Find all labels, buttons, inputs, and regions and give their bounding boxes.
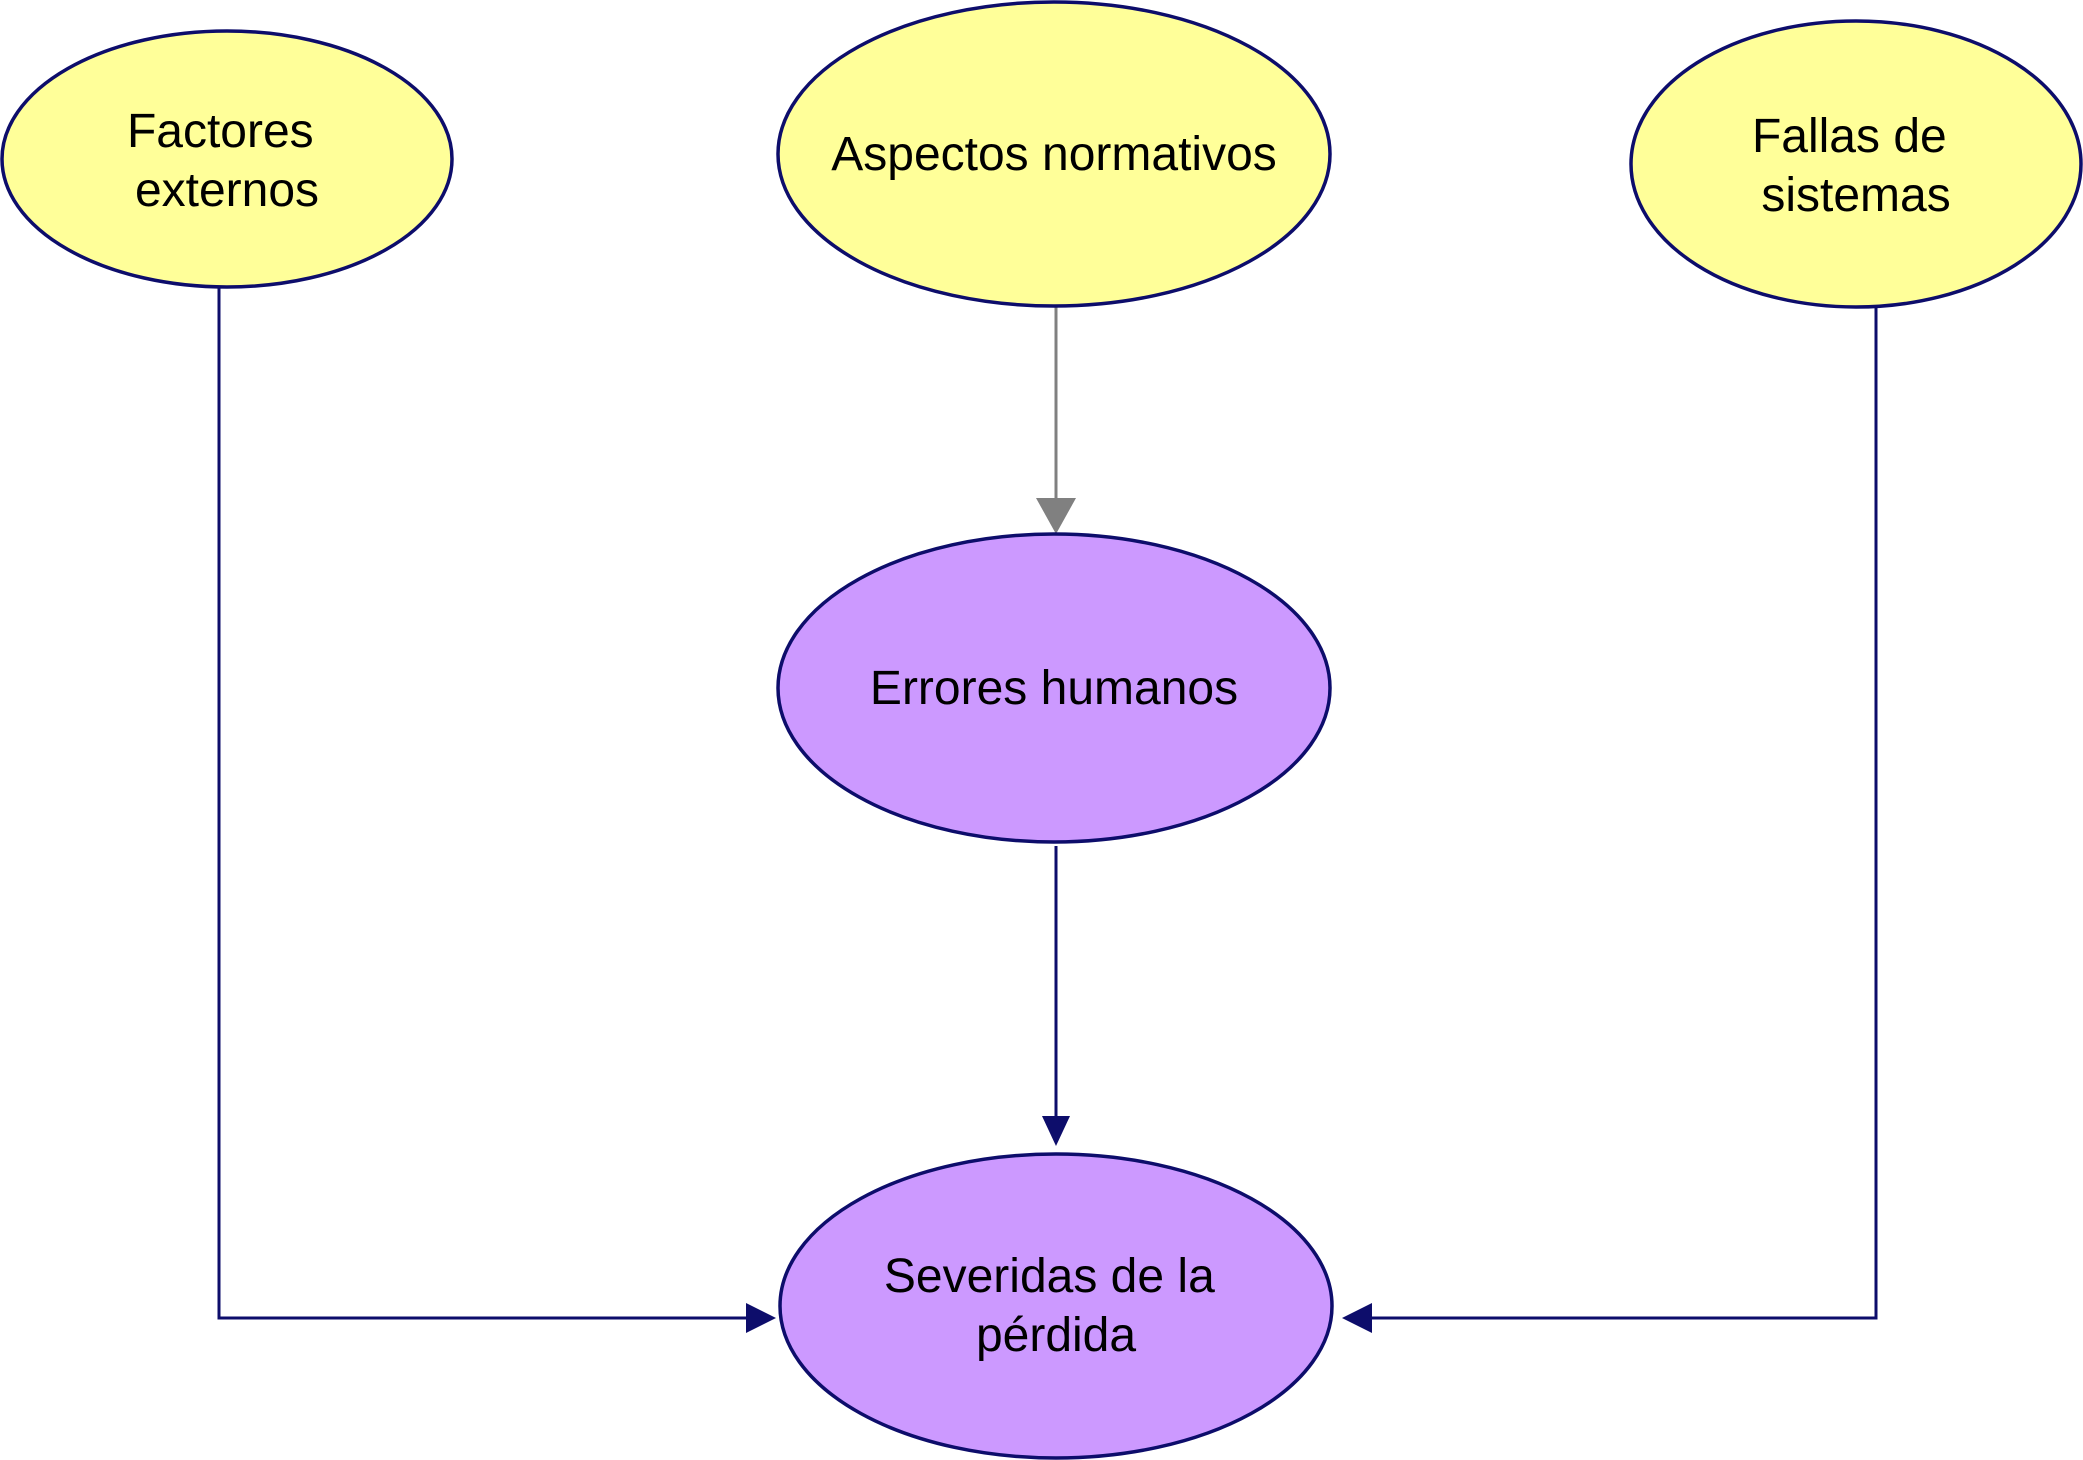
edge-errores-to-severidad: [1042, 846, 1070, 1146]
svg-text:Factores externos: Factores externos: [127, 105, 327, 217]
node-errores-humanos-shape: [776, 532, 1332, 844]
edge-factores-line: [217, 288, 748, 1320]
edge-factores-arrowhead: [746, 1303, 776, 1333]
node-aspectos-normativos: Aspectos normativos: [776, 0, 1332, 308]
edge-errores-arrowhead: [1042, 1116, 1070, 1146]
node-factores-externos-label-line2: externos: [135, 164, 319, 217]
svg-text:Fallas de sistemas: Fallas de sistemas: [1752, 110, 1960, 222]
node-severidad-perdida-shape: [778, 1152, 1334, 1460]
node-factores-externos-label-line1: Factores: [127, 105, 314, 158]
node-errores-humanos-label: Errores humanos: [870, 662, 1238, 715]
node-severidad-perdida-label-line1: Severidas de la: [884, 1250, 1215, 1303]
edge-fallas-to-severidad: [1342, 307, 1878, 1333]
svg-text:Aspectos normativos: Aspectos normativos: [831, 128, 1277, 181]
node-factores-externos-shape: [0, 29, 454, 289]
edge-aspectos-arrowhead: [1036, 498, 1076, 534]
edge-aspectos-to-errores: [1036, 307, 1076, 534]
edge-factores-to-severidad: [217, 288, 776, 1333]
node-fallas-de-sistemas: Fallas de sistemas: [1629, 19, 2083, 309]
node-aspectos-normativos-shape: [776, 0, 1332, 308]
node-severidad-perdida-label-line2: pérdida: [976, 1309, 1136, 1362]
node-factores-externos: Factores externos: [0, 29, 454, 289]
node-fallas-de-sistemas-label-line1: Fallas de: [1752, 110, 1947, 163]
edge-fallas-line: [1372, 307, 1878, 1320]
node-fallas-de-sistemas-shape: [1629, 19, 2083, 309]
node-errores-humanos: Errores humanos: [776, 532, 1332, 844]
node-aspectos-normativos-label: Aspectos normativos: [831, 128, 1277, 181]
edge-fallas-arrowhead: [1342, 1303, 1372, 1333]
node-fallas-de-sistemas-label-line2: sistemas: [1761, 169, 1950, 222]
svg-text:Errores humanos: Errores humanos: [870, 662, 1238, 715]
svg-text:Severidas de la pérdida: Severidas de la pérdida: [884, 1250, 1228, 1362]
node-severidad-perdida: Severidas de la pérdida: [778, 1152, 1334, 1460]
